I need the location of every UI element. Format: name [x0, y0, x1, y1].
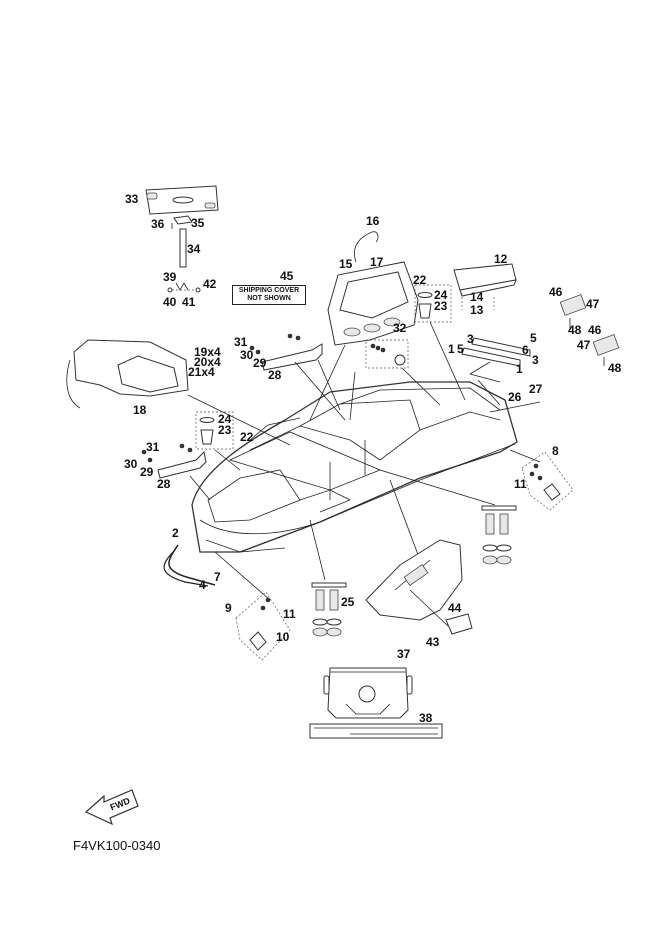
- part-9-cleat-group: [235, 591, 291, 661]
- leader-lines: [187, 321, 541, 601]
- callout-11-left: 11: [283, 607, 296, 621]
- callout-25: 25: [341, 595, 355, 609]
- callout-15: 15: [339, 257, 353, 271]
- callout-23-lower: 23: [218, 423, 232, 437]
- callout-35: 35: [191, 216, 205, 230]
- callout-1-left: 1: [448, 342, 455, 356]
- fwd-arrow-icon: [84, 789, 139, 826]
- callout-46-top: 46: [549, 285, 563, 299]
- callout-24-top: 24: [434, 288, 448, 302]
- callout-14: 14: [470, 290, 484, 304]
- callout-5-right: 5: [530, 331, 537, 345]
- callout-6: 6: [522, 343, 529, 357]
- callout-12: 12: [494, 252, 508, 266]
- callout-47-top: 47: [586, 297, 600, 311]
- callout-29-lower: 29: [140, 465, 154, 479]
- part-18-windshield: [66, 339, 189, 409]
- callout-48-top: 48: [568, 323, 582, 337]
- part-12-bracket: [453, 263, 517, 297]
- shipping-cover-note: SHIPPING COVER NOT SHOWN: [232, 285, 306, 305]
- callout-48-bottom: 48: [608, 361, 622, 375]
- boat-hull: [191, 381, 518, 553]
- callout-31-upper: 31: [234, 335, 248, 349]
- diagram-code: F4VK100-0340: [73, 838, 161, 853]
- callout-20x4: 20x4: [194, 355, 221, 369]
- callout-10: 10: [276, 630, 290, 644]
- part-46-cleat-a: [559, 294, 587, 330]
- callout-36: 36: [151, 217, 165, 231]
- part-39-hinge: [167, 282, 201, 293]
- part-25-popup-cleat-b: [481, 505, 517, 565]
- callout-42: 42: [203, 277, 217, 291]
- callout-8: 8: [552, 444, 559, 458]
- callout-1-right: 1: [516, 362, 523, 376]
- callout-30-upper: 30: [240, 348, 254, 362]
- callout-43: 43: [426, 635, 440, 649]
- callout-39: 39: [163, 270, 177, 284]
- callout-9: 9: [225, 601, 232, 615]
- part-22-group-box: [414, 284, 452, 323]
- callout-22-lower: 22: [240, 430, 254, 444]
- part-22b-group-box: [195, 411, 234, 450]
- callout-38: 38: [419, 711, 433, 725]
- callout-40: 40: [163, 295, 177, 309]
- callout-11-right: 11: [514, 477, 527, 491]
- part-8-cleat-group: [521, 451, 574, 511]
- callout-34: 34: [187, 242, 201, 256]
- part-1-rail: [461, 337, 531, 383]
- callout-27: 27: [529, 382, 543, 396]
- note-line-1: SHIPPING COVER: [238, 287, 300, 294]
- callout-31-lower: 31: [146, 440, 160, 454]
- callout-26: 26: [508, 390, 522, 404]
- part-23-cup: [418, 303, 432, 319]
- callout-22-top: 22: [413, 273, 427, 287]
- part-16-cable: [354, 231, 379, 263]
- callout-46-bottom: 46: [588, 323, 602, 337]
- callout-24-lower: 24: [218, 412, 232, 426]
- part-37-cooler: [323, 667, 413, 719]
- callout-28-upper: 28: [268, 368, 282, 382]
- storage-inset-detail: [365, 539, 463, 621]
- callout-18: 18: [133, 403, 147, 417]
- callout-32: 32: [393, 321, 407, 335]
- part-35-clip: [173, 215, 193, 225]
- part-25-popup-cleat-a: [311, 582, 347, 637]
- callout-17: 17: [370, 255, 384, 269]
- callout-5-left: 5: [457, 342, 464, 356]
- callout-29-upper: 29: [253, 356, 267, 370]
- callout-7: 7: [214, 570, 221, 584]
- callout-3-right: 3: [532, 353, 539, 367]
- part-28-handrail-b: [141, 443, 207, 479]
- callout-21x4: 21x4: [188, 365, 215, 379]
- note-line-2: NOT SHOWN: [247, 295, 291, 302]
- part-43-tray: [409, 589, 473, 635]
- callout-30-lower: 30: [124, 457, 138, 471]
- part-17-frame: [327, 261, 419, 346]
- callout-3-upper: 3: [467, 332, 474, 346]
- callout-41: 41: [182, 295, 196, 309]
- part-28-handrail-a: [249, 333, 323, 371]
- callout-28-lower: 28: [157, 477, 171, 491]
- part-4-trim-strip: [163, 544, 216, 587]
- part-24-ring: [417, 292, 433, 298]
- callout-4: 4: [199, 578, 206, 592]
- part-46-cleat-b: [592, 334, 620, 366]
- callout-19x4: 19x4: [194, 345, 221, 359]
- callout-45: 45: [280, 269, 294, 283]
- part-34-rod: [179, 228, 187, 268]
- callout-37: 37: [397, 647, 411, 661]
- callout-13: 13: [470, 303, 484, 317]
- part-32-group-box: [365, 339, 409, 369]
- callout-23-top: 23: [434, 299, 448, 313]
- callout-16: 16: [366, 214, 380, 228]
- callout-33: 33: [125, 192, 139, 206]
- callout-2: 2: [172, 526, 179, 540]
- callout-47-bottom: 47: [577, 338, 591, 352]
- part-33-panel: [145, 185, 219, 215]
- callout-44: 44: [448, 601, 462, 615]
- part-38-strips: [309, 723, 443, 739]
